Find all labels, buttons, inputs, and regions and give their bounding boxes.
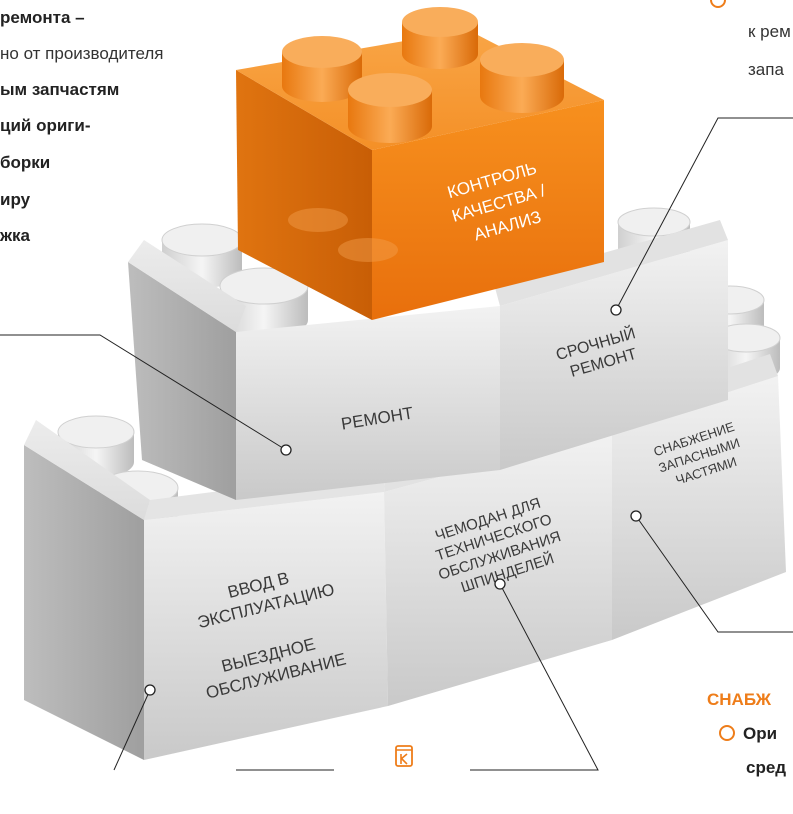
bullet-circle-icon	[719, 724, 735, 741]
block-urgent-repair	[494, 220, 728, 470]
left-text-line: ций ориги-	[0, 116, 91, 135]
left-text-line: иру	[0, 190, 31, 209]
right-text-line: к рем	[748, 22, 791, 41]
stud	[402, 7, 478, 69]
callout-endpoints	[144, 304, 642, 696]
callout-dot	[144, 684, 156, 696]
left-text-line: ремонта –	[0, 8, 85, 27]
supply-heading: СНАБЖ	[707, 690, 771, 709]
right-text-line: запа	[748, 60, 784, 79]
callout-repair	[0, 334, 287, 451]
callout-field	[113, 689, 151, 771]
callout-supply	[635, 515, 793, 633]
stud	[282, 36, 362, 102]
left-text-line: жка	[0, 226, 31, 245]
block-repair	[128, 240, 500, 500]
k-logo-icon	[395, 745, 413, 767]
stud	[348, 73, 432, 143]
bullet-text: Ори	[743, 724, 778, 743]
bullet-item: Ори	[719, 724, 777, 744]
left-text-line: но от производителя	[0, 44, 164, 63]
callout-dot	[610, 304, 622, 316]
left-text-line: борки	[0, 153, 51, 172]
left-text-line: ым запчастям	[0, 80, 120, 99]
stud	[480, 43, 564, 113]
callout-case	[470, 583, 599, 771]
callout-dot	[494, 578, 506, 590]
bullet-item: сред	[746, 758, 786, 778]
callout-dot	[630, 510, 642, 522]
bullet-text: сред	[746, 758, 787, 777]
block-quality-control	[236, 7, 604, 320]
callout-lines	[0, 117, 793, 771]
callout-urgent	[615, 117, 793, 311]
callout-dot	[280, 444, 292, 456]
